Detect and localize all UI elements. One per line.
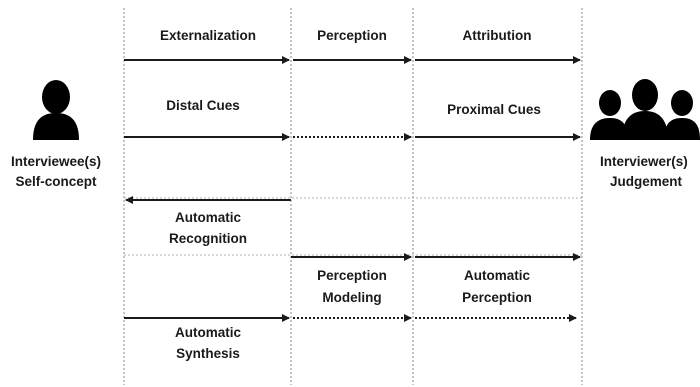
automatic-perception-label-line2: Perception bbox=[462, 290, 532, 305]
perception-modeling-label-line1: Perception bbox=[317, 268, 387, 283]
interviewee-label-line2: Self-concept bbox=[15, 174, 97, 189]
automatic-perception-label-line1: Automatic bbox=[464, 268, 530, 283]
group-icon bbox=[590, 79, 700, 140]
automatic-synthesis-label-line1: Automatic bbox=[175, 325, 241, 340]
stage-attribution-label: Attribution bbox=[463, 28, 532, 43]
automatic-recognition-label-line1: Automatic bbox=[175, 210, 241, 225]
proximal-cues-label: Proximal Cues bbox=[447, 102, 541, 117]
stage-externalization-label: Externalization bbox=[160, 28, 256, 43]
interviewer-label-line2: Judgement bbox=[610, 174, 683, 189]
automatic-synthesis-label-line2: Synthesis bbox=[176, 346, 240, 361]
distal-cues-label: Distal Cues bbox=[166, 98, 240, 113]
interviewer-label-line1: Interviewer(s) bbox=[600, 154, 688, 169]
person-icon bbox=[33, 80, 79, 140]
automatic-recognition-label-line2: Recognition bbox=[169, 231, 247, 246]
interviewee-label-line1: Interviewee(s) bbox=[11, 154, 101, 169]
stage-perception-label: Perception bbox=[317, 28, 387, 43]
perception-modeling-label-line2: Modeling bbox=[322, 290, 381, 305]
